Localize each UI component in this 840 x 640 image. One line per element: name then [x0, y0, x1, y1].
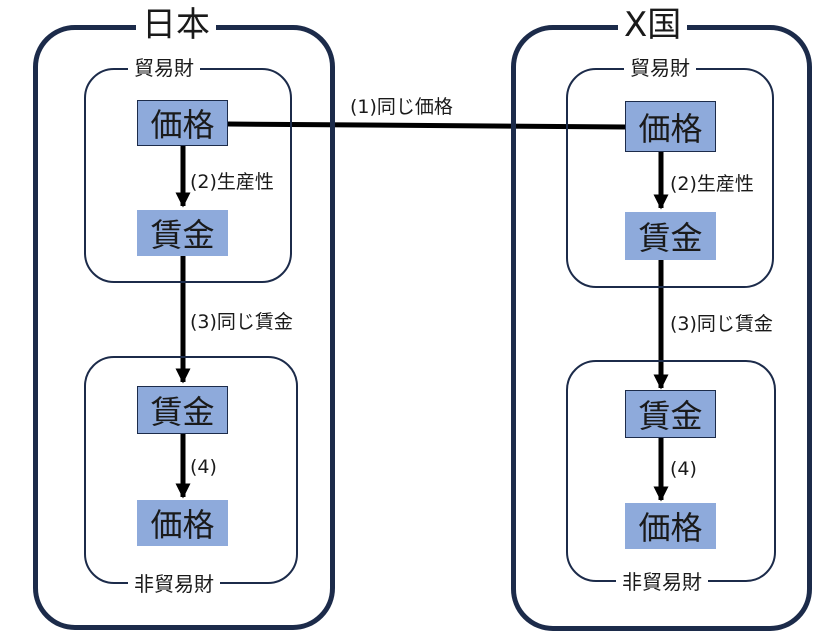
x-step4-label: (4)	[670, 458, 697, 480]
japan-traded-label: 貿易財	[128, 58, 200, 78]
x-nontraded-label: 非貿易財	[616, 572, 708, 592]
x-traded-price-box: 価格	[625, 101, 716, 152]
x-step3-label: (3)同じ賃金	[670, 313, 773, 335]
japan-traded-wage-box: 賃金	[137, 210, 228, 256]
japan-nontraded-price-box: 価格	[137, 500, 228, 546]
japan-traded-price-box: 価格	[137, 100, 228, 146]
same-price-label: (1)同じ価格	[350, 96, 453, 118]
x-step2-label: (2)生産性	[670, 173, 754, 195]
x-nontraded-wage-box: 賃金	[625, 390, 716, 438]
x-title: X国	[618, 8, 688, 42]
x-traded-label: 貿易財	[624, 58, 696, 78]
japan-step2-label: (2)生産性	[190, 171, 274, 193]
same-price-link	[227, 121, 626, 130]
x-traded-wage-box: 賃金	[625, 212, 716, 260]
japan-nontraded-wage-box: 賃金	[137, 386, 228, 434]
japan-step4-label: (4)	[190, 456, 217, 478]
japan-title: 日本	[136, 8, 216, 42]
japan-step3-label: (3)同じ賃金	[190, 311, 293, 333]
japan-nontraded-label: 非貿易財	[128, 574, 220, 594]
x-nontraded-price-box: 価格	[625, 503, 716, 549]
